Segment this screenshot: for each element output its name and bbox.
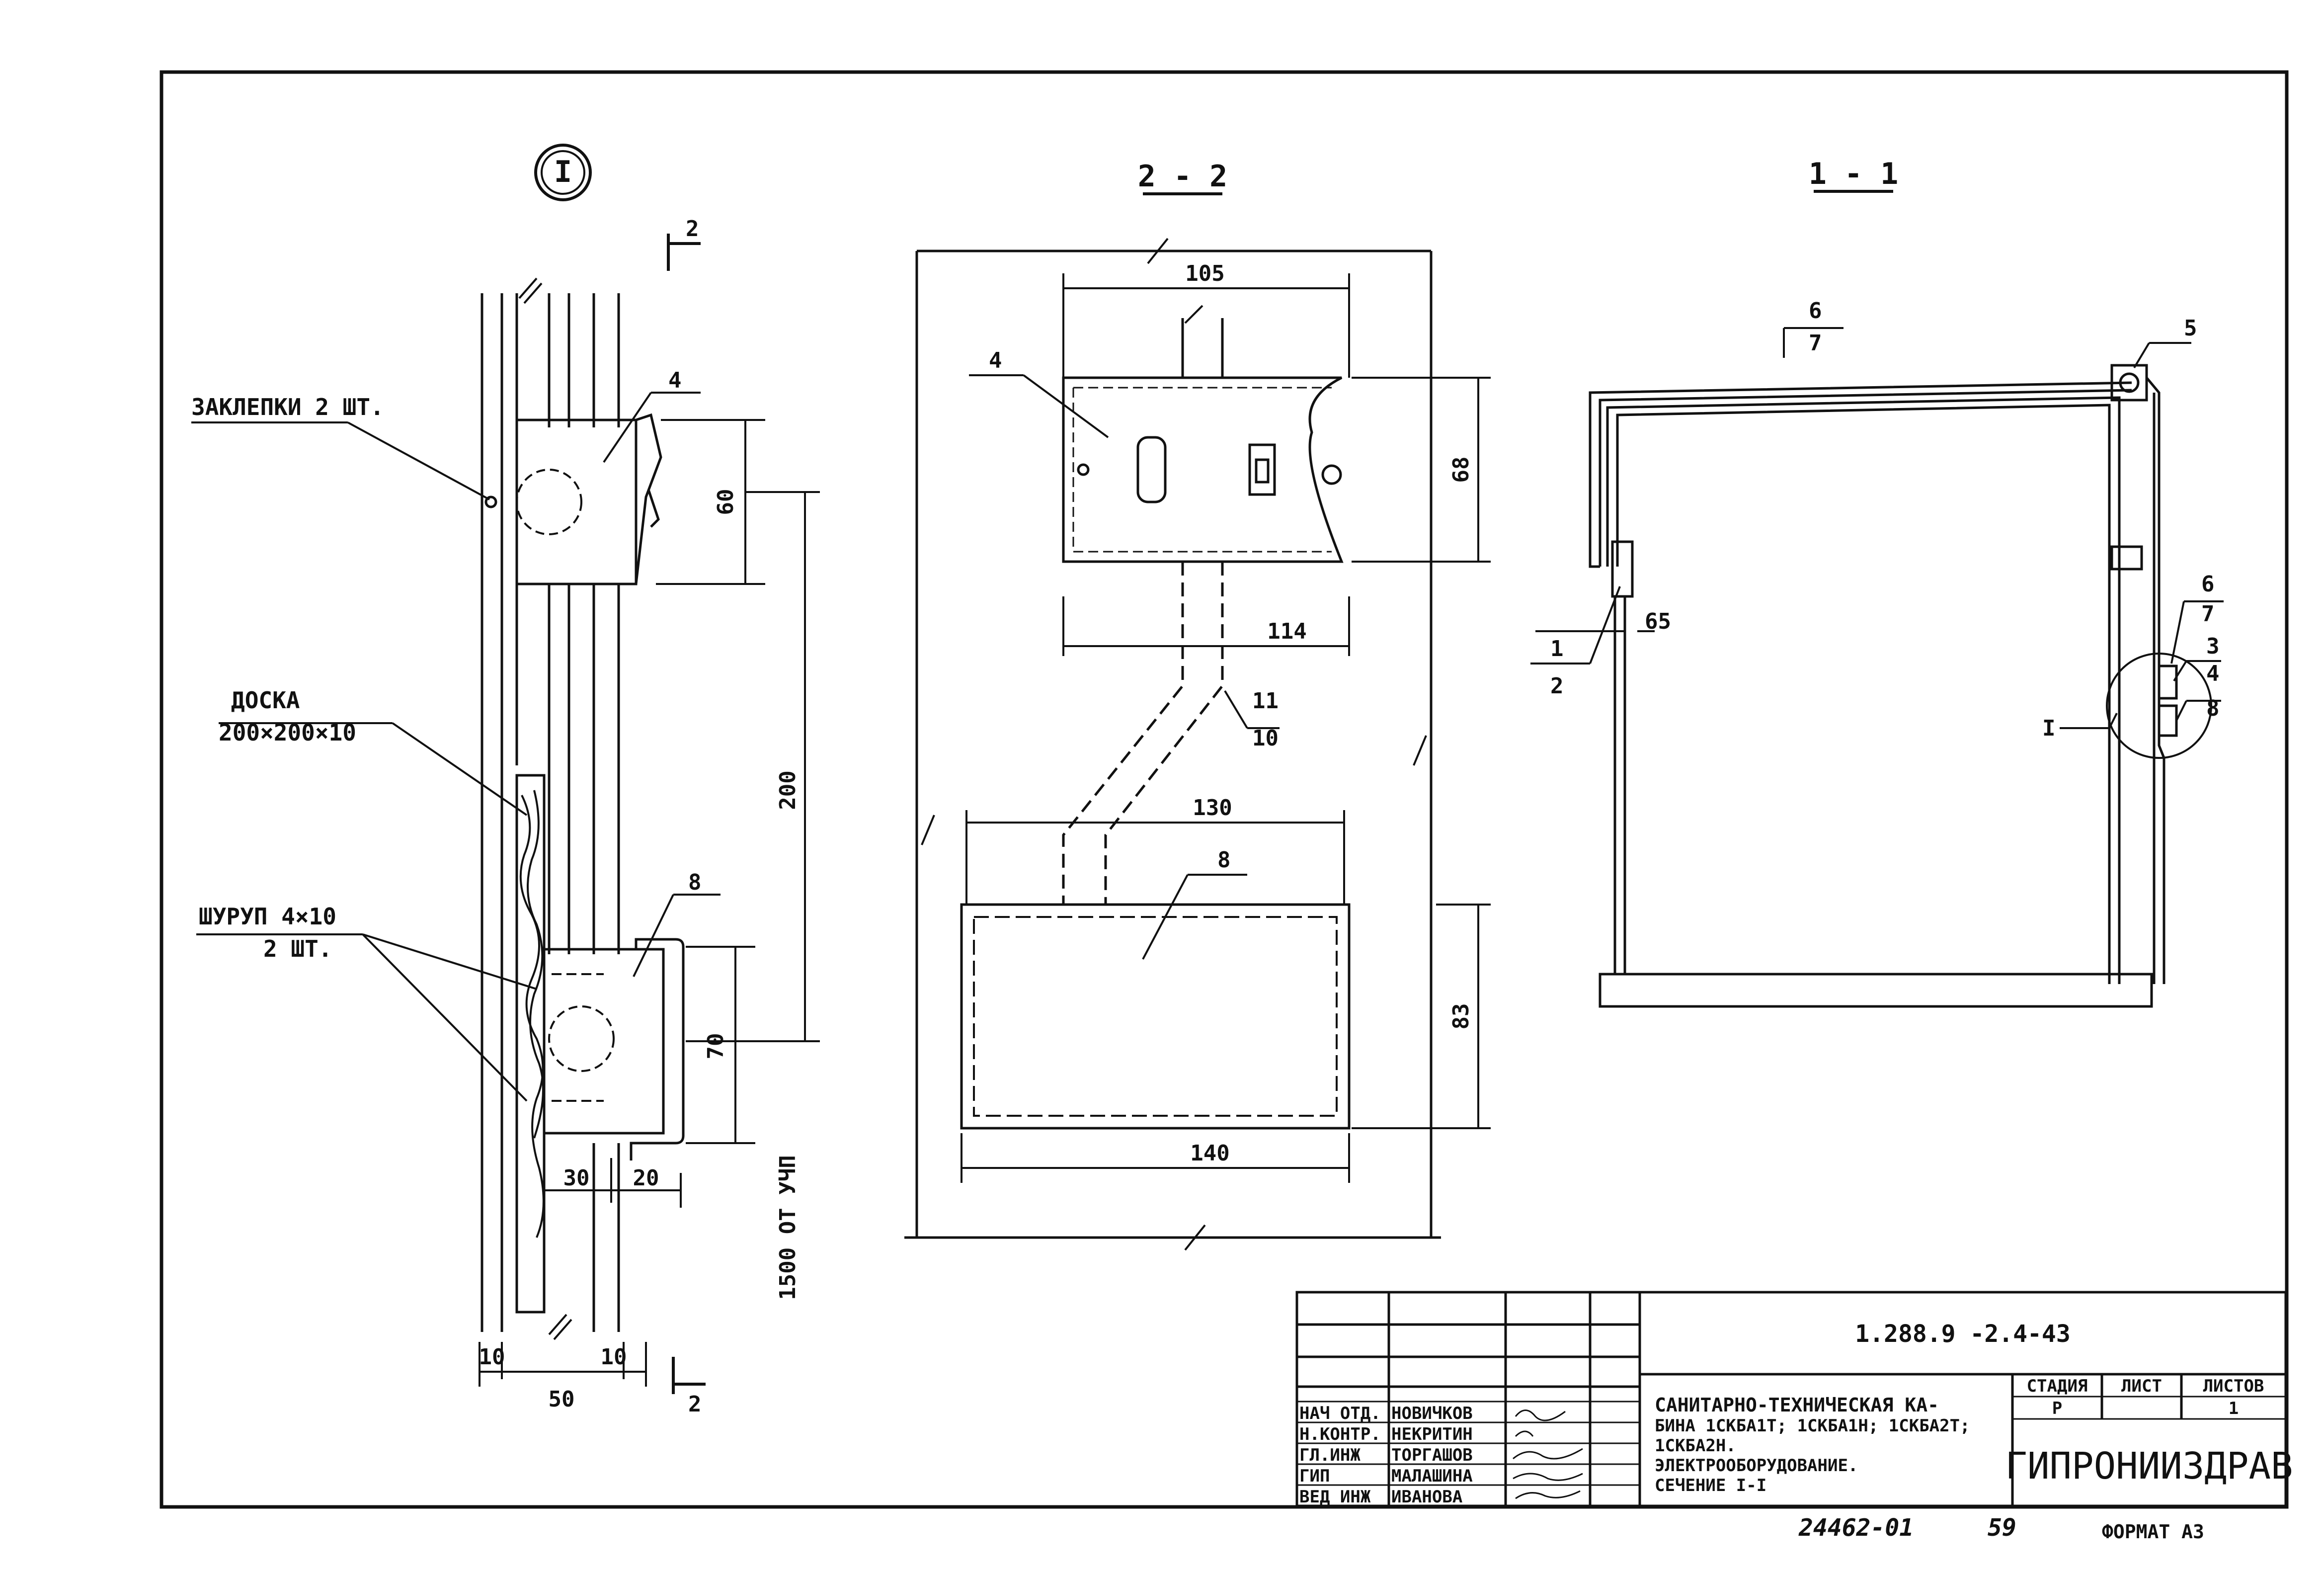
desc-line-1: САНИТАРНО-ТЕХНИЧЕСКАЯ КА- <box>1655 1394 1939 1416</box>
format-label: ФОРМАТ А3 <box>2102 1521 2204 1543</box>
section-1-1-pos-2: 2 <box>1550 673 1564 699</box>
title-description: САНИТАРНО-ТЕХНИЧЕСКАЯ КА- БИНА 1СКБА1Т; … <box>1655 1394 1970 1495</box>
role-1: НАЧ ОТД. <box>1299 1404 1381 1423</box>
detail-pos-4: 4 <box>668 368 682 393</box>
role-3: ГЛ.ИНЖ <box>1299 1445 1361 1465</box>
dim-105: 105 <box>1185 261 1224 286</box>
section-2-2-pos-10: 10 <box>1252 726 1279 751</box>
dim-68: 68 <box>1448 457 1474 483</box>
sheets-header: ЛИСТОВ <box>2203 1376 2264 1396</box>
sheet-header: ЛИСТ <box>2121 1376 2162 1396</box>
desc-line-4: ЭЛЕКТРООБОРУДОВАНИЕ. <box>1655 1456 1858 1476</box>
section-1-1-pos-7-top: 7 <box>1809 331 1822 356</box>
section-1-1-leaders <box>1530 327 2224 729</box>
page-number: 59 <box>1988 1514 2016 1542</box>
detail-view-I <box>481 144 706 1394</box>
section-1-1-pos-7-right: 7 <box>2201 601 2215 627</box>
section-2-2-pos-8: 8 <box>1217 847 1231 873</box>
label-screw-qty: 2 ШТ. <box>263 935 332 962</box>
archive-number: 24462-01 <box>1798 1514 1914 1542</box>
dim-130: 130 <box>1193 795 1232 821</box>
dim-114: 114 <box>1267 619 1306 644</box>
title-doc-code: 1.288.9 -2.4-43 <box>1855 1320 2070 1348</box>
title-block <box>1295 1291 2287 1507</box>
dim-200: 200 <box>775 770 801 810</box>
section-1-1-pos-5: 5 <box>2184 316 2197 341</box>
desc-line-3: 1СКБА2Н. <box>1655 1436 1736 1456</box>
dim-10-right: 10 <box>601 1344 627 1370</box>
section-2-2-title: 2 - 2 <box>1138 159 1228 194</box>
label-screw-name: ШУРУП 4×10 <box>199 903 336 930</box>
section-2-2-pos-11: 11 <box>1252 688 1279 714</box>
desc-line-5: СЕЧЕНИЕ I-I <box>1655 1476 1766 1495</box>
section-2-2-dimensions <box>961 273 1491 1183</box>
section-view-2-2 <box>904 192 1441 1251</box>
dim-1500: 1500 ОТ УЧП <box>775 1155 801 1300</box>
role-2: Н.КОНТР. <box>1299 1424 1381 1444</box>
role-4: ГИП <box>1299 1466 1330 1486</box>
drawing-frame <box>160 70 2289 1509</box>
section-1-1-title: 1 - 1 <box>1809 157 1899 191</box>
title-names: НОВИЧКОВ НЕКРИТИН ТОРГАШОВ МАЛАШИНА ИВАН… <box>1391 1404 1473 1507</box>
name-4: МАЛАШИНА <box>1391 1466 1473 1486</box>
section-1-1-pos-6-top: 6 <box>1809 298 1822 324</box>
name-3: ТОРГАШОВ <box>1391 1445 1473 1465</box>
role-5: ВЕД ИНЖ <box>1299 1487 1371 1507</box>
org-name: ГИПРОНИИЗДРАВ <box>2005 1445 2293 1488</box>
dim-50: 50 <box>549 1387 575 1412</box>
section-1-1-pos-1: 1 <box>1550 636 1564 662</box>
dim-30: 30 <box>563 1165 590 1191</box>
dim-65: 65 <box>1645 609 1671 634</box>
detail-leaders <box>191 392 721 1102</box>
dim-83: 83 <box>1448 1003 1474 1030</box>
cut-mark-bottom: 2 <box>688 1392 702 1417</box>
stage-value: Р <box>2052 1399 2062 1418</box>
name-1: НОВИЧКОВ <box>1391 1404 1473 1423</box>
section-1-1-pos-6-right: 6 <box>2201 572 2215 597</box>
desc-line-2: БИНА 1СКБА1Т; 1СКБА1Н; 1СКБА2Т; <box>1655 1416 1970 1436</box>
name-2: НЕКРИТИН <box>1391 1424 1473 1444</box>
cut-mark-top: 2 <box>686 216 699 242</box>
dim-140: 140 <box>1190 1141 1229 1166</box>
detail-pos-8: 8 <box>688 870 702 895</box>
section-1-1-pos-4: 4 <box>2206 661 2220 686</box>
section-1-1-pos-3: 3 <box>2206 634 2220 659</box>
name-5: ИВАНОВА <box>1391 1487 1462 1507</box>
section-view-1-1 <box>1589 190 2212 1008</box>
section-2-2-pos-4: 4 <box>989 348 1002 373</box>
title-roles: НАЧ ОТД. Н.КОНТР. ГЛ.ИНЖ ГИП ВЕД ИНЖ <box>1299 1404 1381 1507</box>
dim-20: 20 <box>633 1165 659 1191</box>
dim-10-left: 10 <box>479 1344 505 1370</box>
label-board-size: 200×200×10 <box>219 719 356 746</box>
detail-dimensions <box>479 419 820 1387</box>
detail-marker: I <box>554 155 572 189</box>
label-board-name: ДОСКА <box>231 687 300 714</box>
section-1-1-pos-8: 8 <box>2206 696 2220 721</box>
sheets-value: 1 <box>2229 1399 2239 1418</box>
dim-60: 60 <box>713 489 738 515</box>
label-rivets: ЗАКЛЕПКИ 2 ШТ. <box>191 394 384 420</box>
dim-70: 70 <box>703 1033 728 1060</box>
section-1-1-detail-ref: I <box>2042 716 2056 741</box>
stage-header: СТАДИЯ <box>2027 1376 2088 1396</box>
